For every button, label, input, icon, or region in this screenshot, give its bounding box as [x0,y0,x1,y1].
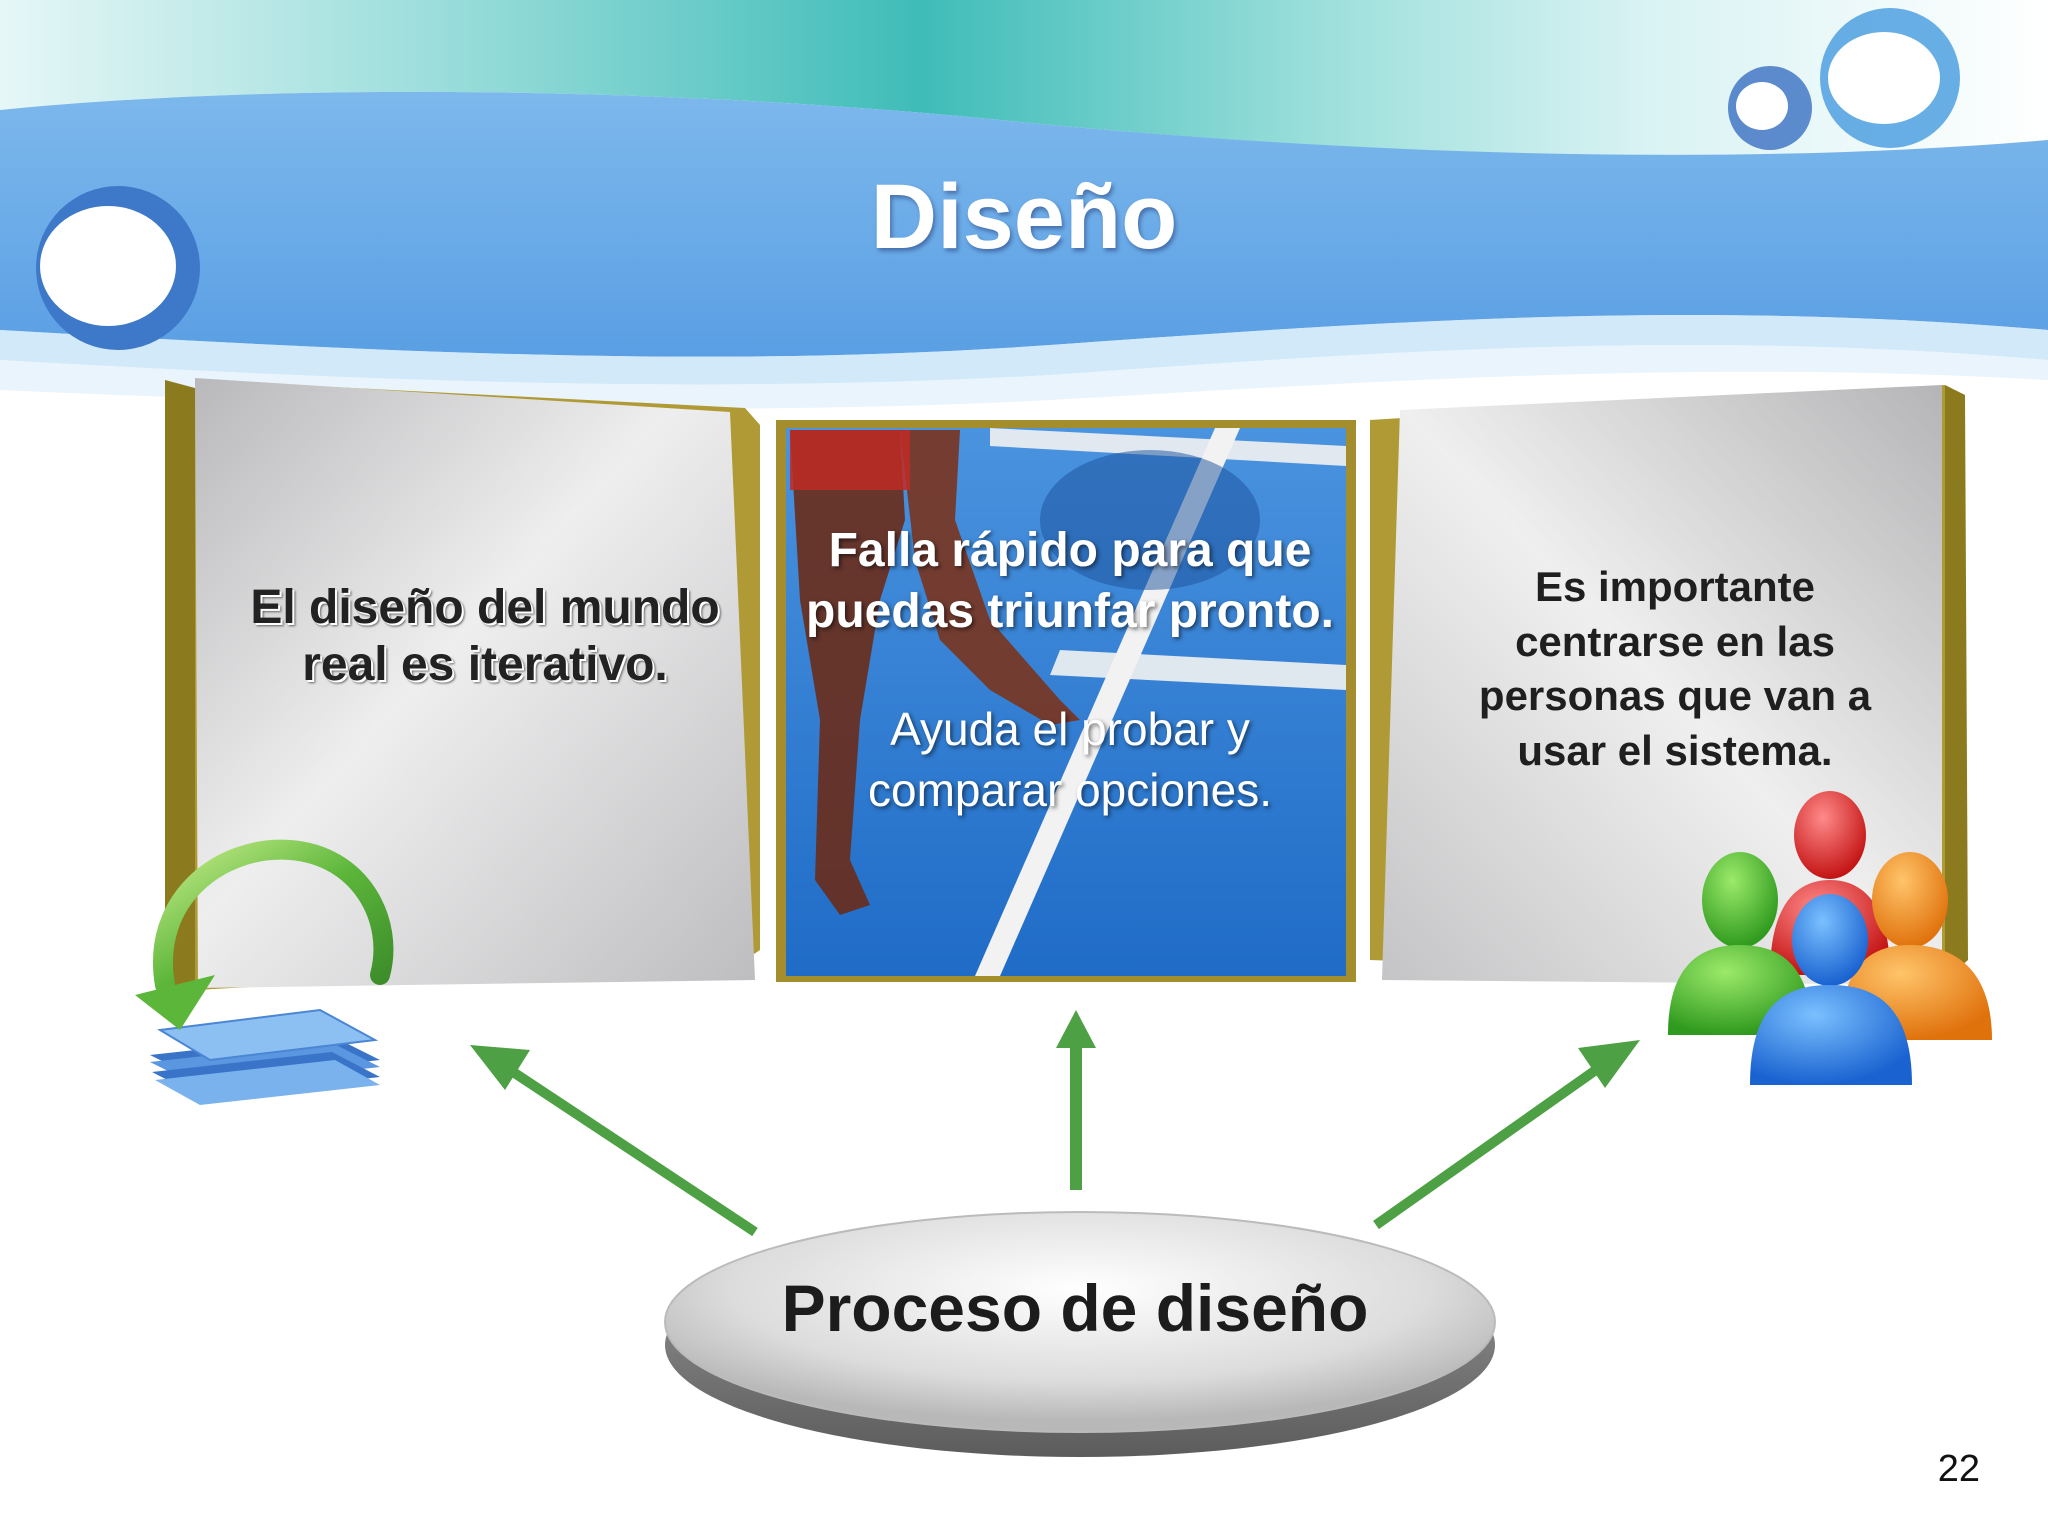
arrow-right-head [1578,1040,1640,1088]
left-panel-page [195,378,755,988]
people-group-icon [1668,791,1992,1085]
bubble-small [1736,82,1788,130]
arrow-center-head [1056,1010,1096,1048]
left-panel-spine [165,380,195,995]
banner-ribbon-light [0,344,2048,409]
bubble-left [40,206,176,326]
center-panel-headline: Falla rápido para que puedas triunfar pr… [806,524,1334,639]
right-panel-text: Es importante centrarse en las personas … [1478,563,1872,774]
athlete-silhouette [790,430,1260,915]
arrow-left-head [470,1045,530,1090]
process-label: Proceso de diseño [781,1271,1369,1345]
bubble-right [1828,32,1940,124]
header-texture [0,0,2048,159]
center-panel-text: Falla rápido para que puedas triunfar pr… [800,520,1340,821]
title-banner [0,91,2048,357]
arrows [470,1010,1640,1237]
page-number: 22 [1937,1448,1980,1490]
banner-ribbon [0,314,2048,385]
slide-title: Diseño [870,166,1178,268]
process-disc [664,1211,1496,1457]
left-panel-text: El diseño del mundo real es iterativo. [250,581,720,691]
iterative-cycle-icon [135,839,394,1105]
right-panel-spine [1945,385,1968,980]
center-panel-subtext: Ayuda el probar y comparar opciones. [868,702,1272,817]
